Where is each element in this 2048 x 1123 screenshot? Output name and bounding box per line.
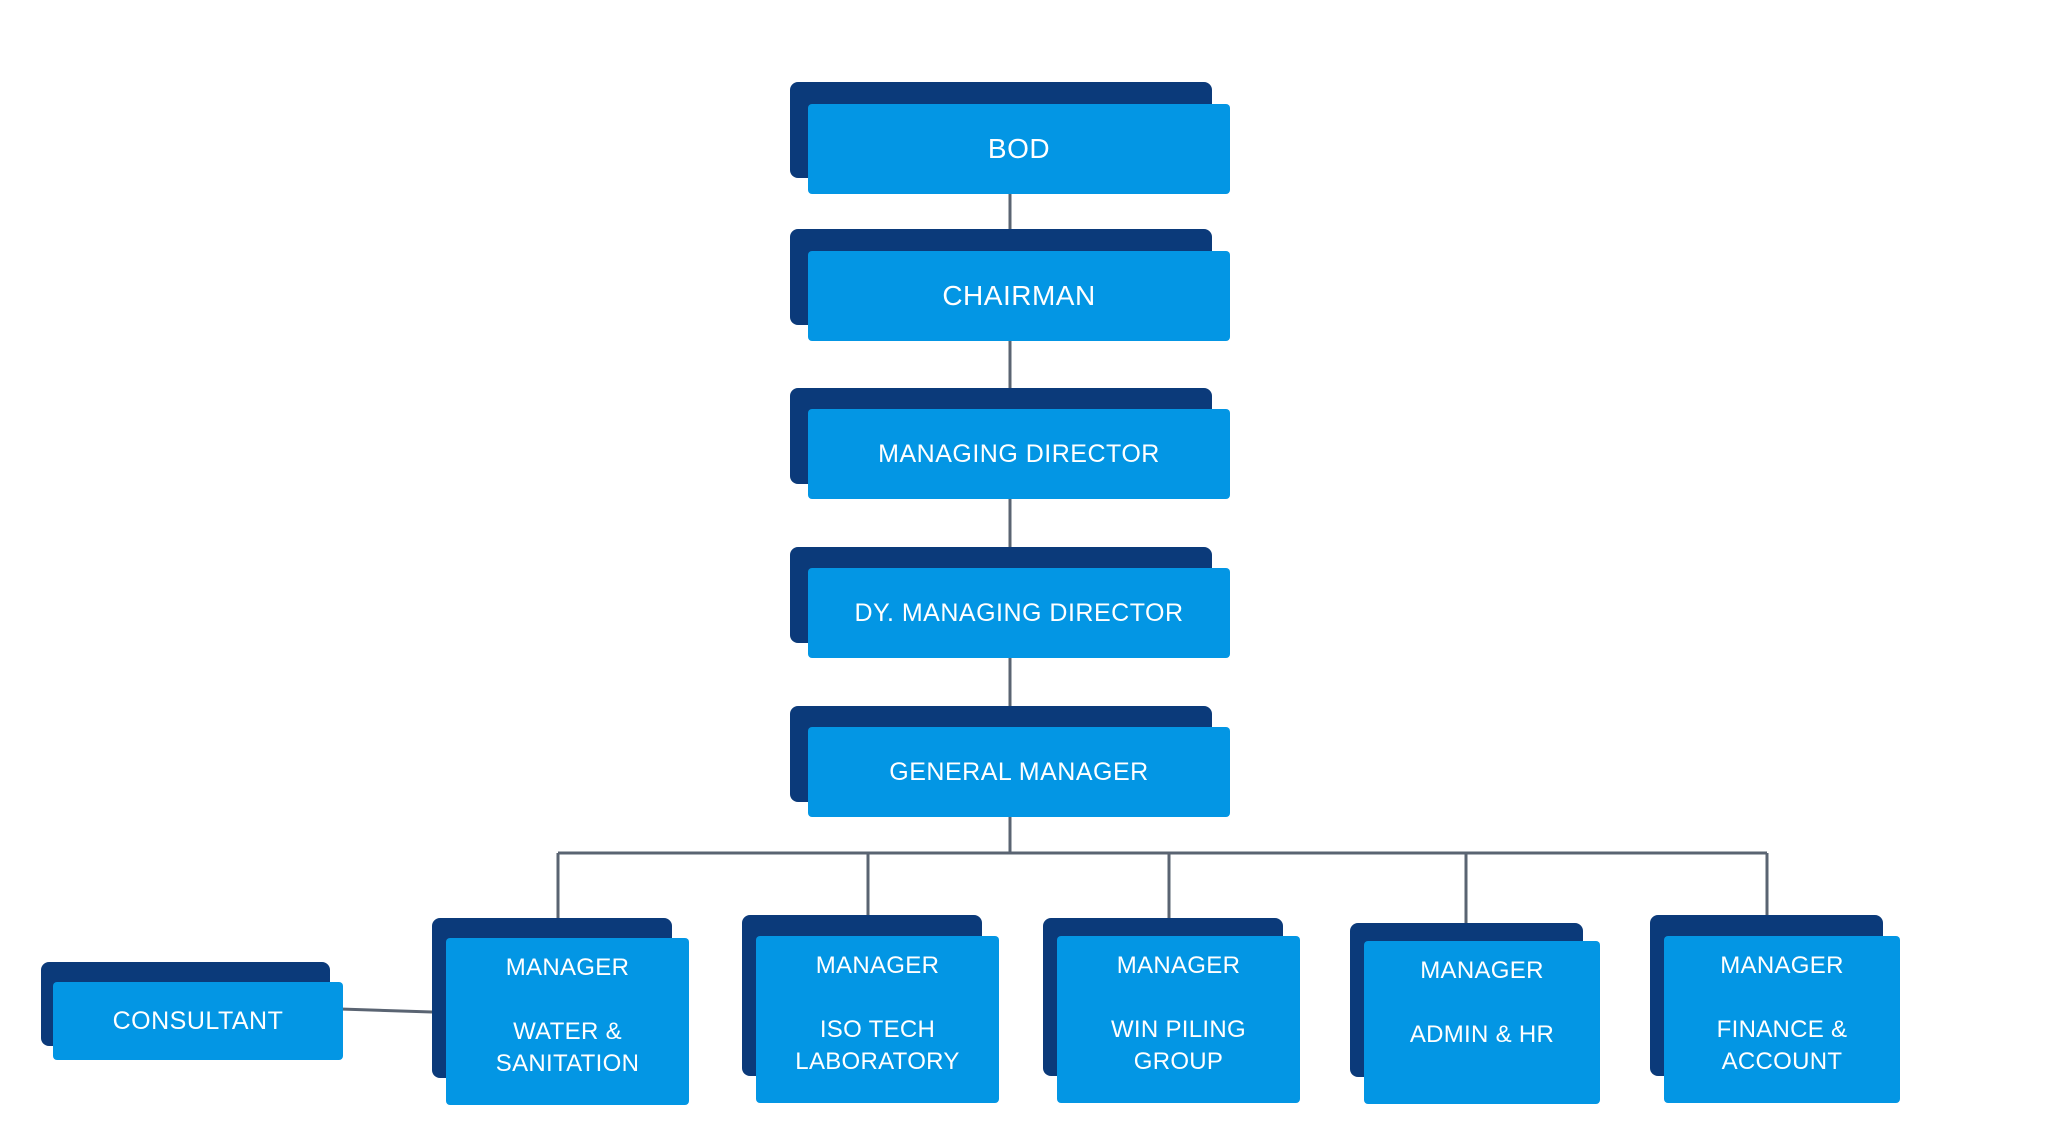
manager-label: MANAGER — [1720, 952, 1844, 979]
manager-label: MANAGER — [815, 952, 940, 979]
node-manager-admin-hr: MANAGER ADMIN & HR — [1350, 923, 1600, 1104]
general-manager-label: GENERAL MANAGER — [889, 757, 1149, 786]
manager-label: MANAGER — [1420, 957, 1544, 984]
node-face: MANAGER ISO TECH LABORATORY — [756, 936, 999, 1103]
node-manager-iso-tech-laboratory: MANAGER ISO TECH LABORATORY — [742, 915, 999, 1103]
node-general-manager: GENERAL MANAGER — [790, 706, 1230, 817]
node-face: GENERAL MANAGER — [808, 727, 1230, 817]
manager-label: MANAGER — [505, 954, 630, 981]
chairman-label: CHAIRMAN — [942, 280, 1096, 311]
node-managing-director: MANAGING DIRECTOR — [790, 388, 1230, 499]
node-face: CHAIRMAN — [808, 251, 1230, 341]
manager-department: ISO TECH LABORATORY — [795, 1016, 960, 1075]
node-chairman: CHAIRMAN — [790, 229, 1230, 341]
manager-department: WIN PILING GROUP — [1110, 1016, 1246, 1075]
node-face: MANAGER WIN PILING GROUP — [1057, 936, 1300, 1103]
manager-department: ADMIN & HR — [1409, 1021, 1555, 1048]
node-face: DY. MANAGING DIRECTOR — [808, 568, 1230, 658]
manager-department: FINANCE & ACCOUNT — [1716, 1016, 1848, 1075]
node-face: MANAGER WATER & SANITATION — [446, 938, 689, 1105]
dy-managing-director-label: DY. MANAGING DIRECTOR — [854, 598, 1184, 627]
node-dy-managing-director: DY. MANAGING DIRECTOR — [790, 547, 1230, 658]
node-manager-finance-account: MANAGER FINANCE & ACCOUNT — [1650, 915, 1900, 1103]
manager-department: WATER & SANITATION — [495, 1018, 640, 1077]
manager-label: MANAGER — [1116, 952, 1241, 979]
node-face: MANAGING DIRECTOR — [808, 409, 1230, 499]
node-face: CONSULTANT — [53, 982, 343, 1060]
node-face: BOD — [808, 104, 1230, 194]
node-face: MANAGER ADMIN & HR — [1364, 941, 1600, 1104]
bod-label: BOD — [987, 133, 1051, 164]
consultant-label: CONSULTANT — [112, 1006, 284, 1035]
connector-consultant-water — [339, 1007, 433, 1014]
node-manager-win-piling-group: MANAGER WIN PILING GROUP — [1043, 918, 1300, 1103]
node-consultant: CONSULTANT — [41, 962, 343, 1060]
node-bod: BOD — [790, 82, 1230, 194]
managing-director-label: MANAGING DIRECTOR — [878, 439, 1160, 468]
node-face: MANAGER FINANCE & ACCOUNT — [1664, 936, 1900, 1103]
node-manager-water-sanitation: MANAGER WATER & SANITATION — [432, 918, 689, 1105]
